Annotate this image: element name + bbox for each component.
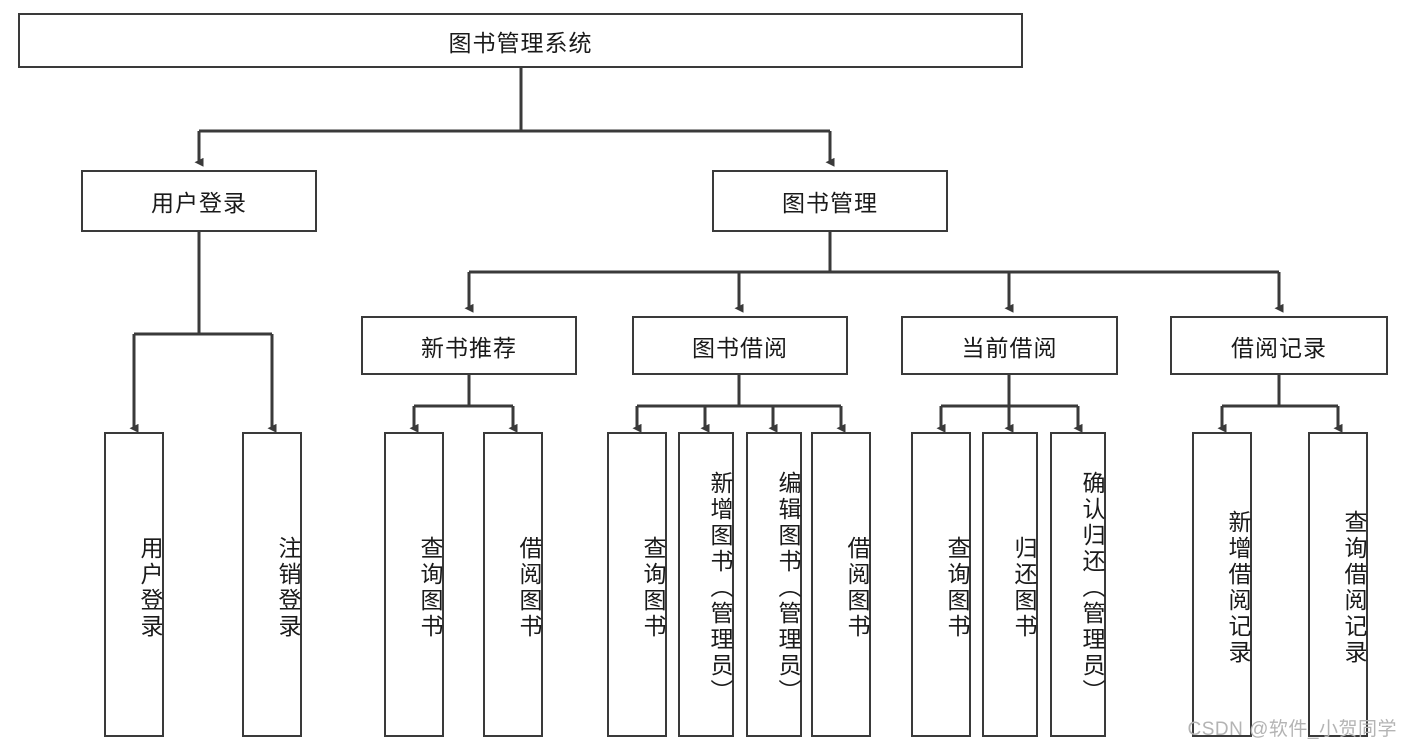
- node-user-login[interactable]: 用户登录: [81, 170, 317, 232]
- leaf-edit-book-admin[interactable]: 编辑图书（管理员）: [746, 432, 802, 737]
- leaf-confirm-return-admin[interactable]: 确认归还（管理员）: [1050, 432, 1106, 737]
- node-label: 编辑图书（管理员）: [775, 470, 801, 705]
- node-label: 查询借阅记录: [1341, 509, 1367, 666]
- node-label: 新增借阅记录: [1225, 509, 1251, 666]
- leaf-query-books-current[interactable]: 查询图书: [911, 432, 971, 737]
- node-new-book-recommendation[interactable]: 新书推荐: [361, 316, 577, 375]
- node-label: 图书管理: [782, 190, 878, 216]
- leaf-query-borrow-record[interactable]: 查询借阅记录: [1308, 432, 1368, 737]
- node-label: 图书借阅: [692, 334, 788, 361]
- leaf-user-login[interactable]: 用户登录: [104, 432, 164, 737]
- leaf-borrow-books-borrow[interactable]: 借阅图书: [811, 432, 871, 737]
- node-label: 图书管理系统: [448, 29, 593, 56]
- node-label: 借阅记录: [1231, 334, 1327, 361]
- node-label: 用户登录: [151, 190, 247, 216]
- node-label: 借阅图书: [844, 535, 870, 640]
- leaf-add-borrow-record[interactable]: 新增借阅记录: [1192, 432, 1252, 737]
- node-label: 注销登录: [275, 535, 301, 640]
- node-label: 查询图书: [417, 535, 443, 640]
- node-label: 用户登录: [137, 535, 163, 640]
- node-book-borrowing[interactable]: 图书借阅: [632, 316, 848, 375]
- leaf-query-books-borrow[interactable]: 查询图书: [607, 432, 667, 737]
- node-label: 新书推荐: [421, 334, 517, 361]
- leaf-add-book-admin[interactable]: 新增图书（管理员）: [678, 432, 734, 737]
- node-label: 当前借阅: [961, 334, 1058, 361]
- node-label: 确认归还（管理员）: [1079, 470, 1105, 705]
- node-current-borrowing[interactable]: 当前借阅: [901, 316, 1118, 375]
- node-label: 查询图书: [944, 535, 970, 640]
- leaf-query-books-newbook[interactable]: 查询图书: [384, 432, 444, 737]
- leaf-borrow-books-newbook[interactable]: 借阅图书: [483, 432, 543, 737]
- node-borrow-records[interactable]: 借阅记录: [1170, 316, 1388, 375]
- node-label: 借阅图书: [516, 535, 542, 640]
- node-label: 新增图书（管理员）: [707, 470, 733, 705]
- node-label: 查询图书: [640, 535, 666, 640]
- node-book-management[interactable]: 图书管理: [712, 170, 948, 232]
- leaf-logout[interactable]: 注销登录: [242, 432, 302, 737]
- leaf-return-books[interactable]: 归还图书: [982, 432, 1038, 737]
- node-root-book-management-system[interactable]: 图书管理系统: [18, 13, 1023, 68]
- node-label: 归还图书: [1011, 535, 1037, 640]
